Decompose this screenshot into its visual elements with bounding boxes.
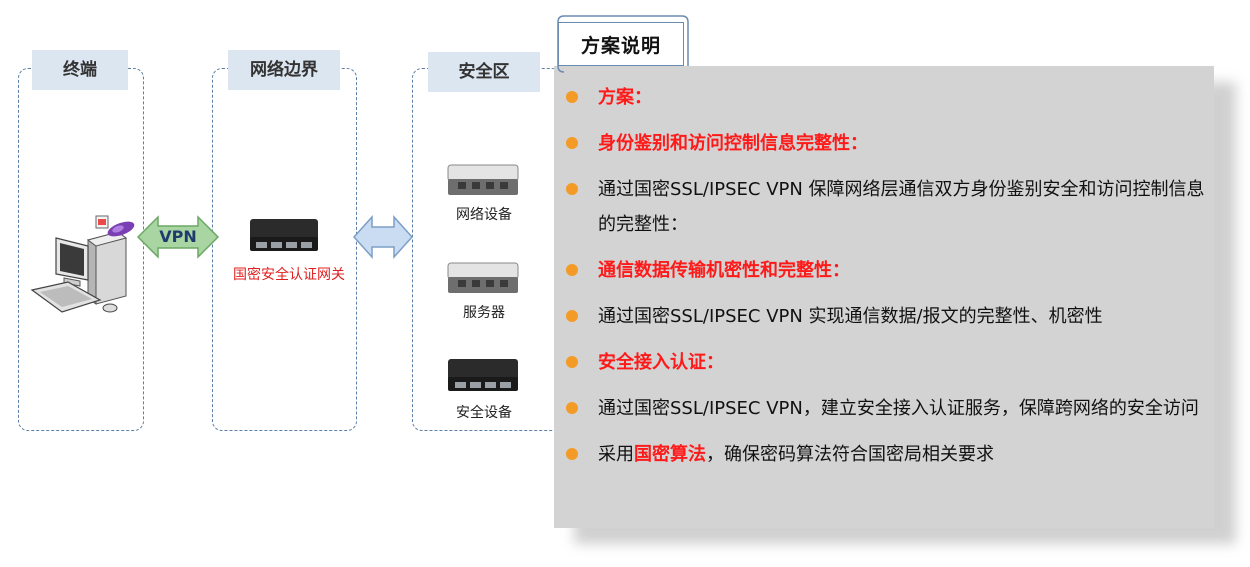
gateway-device-icon [250,219,318,251]
list-item-text: 方案： [598,87,652,108]
zone-label-network-border: 网络边界 [228,50,340,90]
list-item-text: 安全接入认证： [598,352,724,373]
link-arrow [352,215,414,259]
list-item-text: 通信数据传输机密性和完整性： [598,260,850,281]
list-item: 通过国密SSL/IPSEC VPN，建立安全接入认证服务，保障跨网络的安全访问 [566,391,1206,426]
list-item: 通信数据传输机密性和完整性： [566,253,1206,288]
list-item: 安全接入认证： [566,345,1206,380]
list-item: 采用国密算法，确保密码算法符合国密局相关要求 [566,437,1206,472]
bullet-dot-icon [566,310,578,322]
list-item-prefix: 采用 [598,444,634,465]
vpn-label: VPN [159,227,197,246]
list-item-text: 通过国密SSL/IPSEC VPN，建立安全接入认证服务，保障跨网络的安全访问 [598,398,1199,419]
usb-key-icon [95,215,135,237]
network-device-icon [447,164,519,195]
list-item: 身份鉴别和访问控制信息完整性： [566,126,1206,161]
bullet-dot-icon [566,91,578,103]
list-item: 通过国密SSL/IPSEC VPN 实现通信数据/报文的完整性、机密性 [566,299,1206,334]
bullet-dot-icon [566,356,578,368]
list-item-text: 通过国密SSL/IPSEC VPN 实现通信数据/报文的完整性、机密性 [598,306,1103,327]
description-panel [554,66,1214,528]
computer-icon [30,231,128,313]
list-item-text: 通过国密SSL/IPSEC VPN 保障网络层通信双方身份鉴别安全和访问控制信息… [598,179,1205,235]
gateway-caption: 国密安全认证网关 [233,267,345,283]
bullet-dot-icon [566,448,578,460]
security-device-icon [448,359,518,391]
bullet-dot-icon [566,183,578,195]
description-list: 方案： 身份鉴别和访问控制信息完整性： 通过国密SSL/IPSEC VPN 保障… [566,80,1206,472]
server-caption: 服务器 [463,305,505,321]
panel-title: 方案说明 [558,22,684,66]
list-item-suffix: ，确保密码算法符合国密局相关要求 [706,444,994,465]
bullet-dot-icon [566,137,578,149]
list-item-text: 身份鉴别和访问控制信息完整性： [598,133,868,154]
list-item: 通过国密SSL/IPSEC VPN 保障网络层通信双方身份鉴别安全和访问控制信息… [566,172,1206,242]
network-device-caption: 网络设备 [456,207,512,223]
zone-label-terminal: 终端 [32,50,128,90]
title-scroll-ornament [557,15,689,73]
vpn-link-arrow [136,215,220,259]
bullet-dot-icon [566,264,578,276]
server-icon [447,262,519,293]
security-device-caption: 安全设备 [456,405,512,421]
list-item: 方案： [566,80,1206,115]
list-item-highlight: 国密算法 [634,444,706,465]
bullet-dot-icon [566,402,578,414]
zone-label-security: 安全区 [428,52,540,92]
